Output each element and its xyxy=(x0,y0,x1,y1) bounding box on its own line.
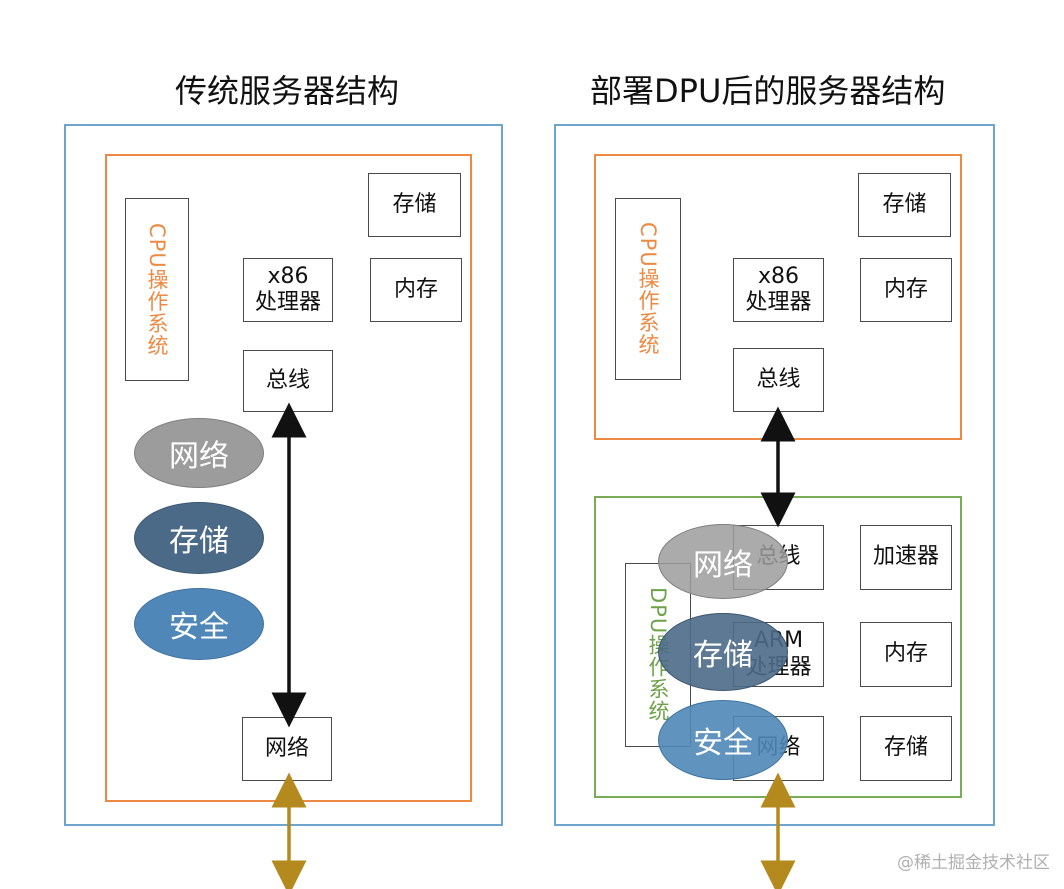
left-memory-box: 内存 xyxy=(370,258,462,322)
right-accelerator-box: 加速器 xyxy=(860,525,952,590)
left-bus-box: 总线 xyxy=(243,350,333,412)
right-top-memory-box: 内存 xyxy=(860,258,952,322)
left-x86-cpu-box: x86 处理器 xyxy=(243,258,333,322)
right-storage-oval: 存储 xyxy=(658,613,788,691)
right-dpu-memory-box: 内存 xyxy=(860,622,952,687)
right-security-oval: 安全 xyxy=(658,700,788,780)
left-storage-box: 存储 xyxy=(368,173,461,237)
right-cpu-os-label: CPU操作系统 xyxy=(615,198,681,380)
left-security-oval: 安全 xyxy=(134,588,264,660)
right-dpu-storage-box: 存储 xyxy=(860,716,952,781)
right-network-oval: 网络 xyxy=(658,524,788,599)
left-network-box: 网络 xyxy=(242,717,332,781)
right-x86-cpu-box: x86 处理器 xyxy=(733,258,824,322)
left-cpu-os-label: CPU操作系统 xyxy=(125,198,189,381)
right-top-storage-box: 存储 xyxy=(858,173,951,237)
left-title: 传统服务器结构 xyxy=(175,72,400,110)
watermark: @稀土掘金技术社区 xyxy=(897,853,1050,873)
left-storage-oval: 存储 xyxy=(134,502,264,574)
left-network-oval: 网络 xyxy=(134,418,264,488)
right-title: 部署DPU后的服务器结构 xyxy=(590,72,946,110)
right-top-bus-box: 总线 xyxy=(733,348,824,412)
